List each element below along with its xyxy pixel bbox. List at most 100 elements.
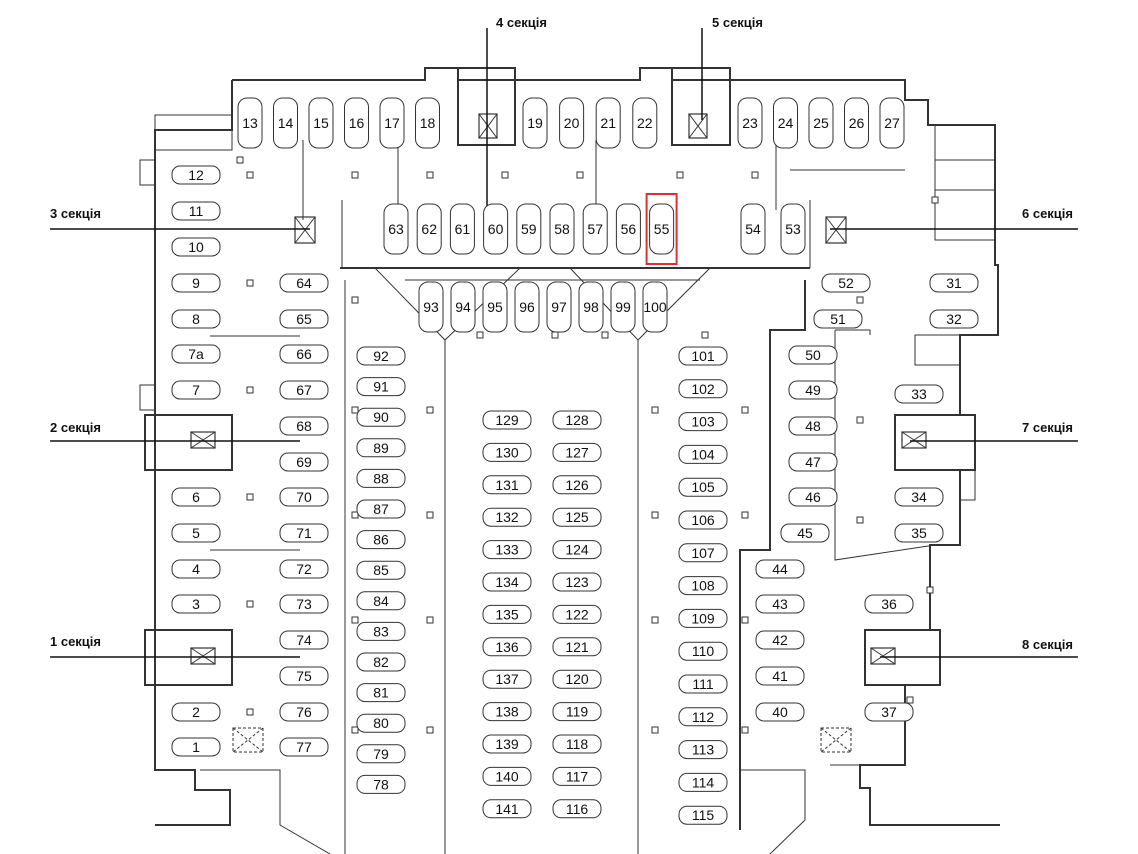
space-number: 129: [495, 412, 519, 428]
space-number: 137: [495, 671, 519, 687]
structural-column: [576, 171, 584, 179]
parking-space-90: 90: [356, 407, 406, 427]
space-number: 8: [192, 311, 200, 327]
space-number: 32: [946, 311, 962, 327]
parking-space-131: 131: [482, 475, 532, 495]
parking-space-24: 24: [773, 97, 798, 149]
space-number: 126: [565, 477, 589, 493]
space-number: 113: [692, 742, 715, 758]
structural-column: [676, 171, 684, 179]
space-number: 101: [691, 348, 715, 364]
structural-column: [246, 171, 254, 179]
parking-space-87: 87: [356, 499, 406, 519]
section-label-8: 8 секція: [1022, 637, 1073, 652]
parking-space-126: 126: [552, 475, 602, 495]
parking-space-134: 134: [482, 572, 532, 592]
space-number: 50: [805, 347, 821, 363]
elevator-shaft: [294, 216, 316, 244]
space-number: 11: [189, 203, 204, 219]
space-number: 114: [692, 774, 715, 790]
vent-hatch: [232, 727, 264, 753]
space-number: 112: [692, 709, 715, 725]
building-walls: [139, 67, 1000, 854]
space-number: 2: [192, 704, 200, 720]
space-number: 71: [296, 525, 312, 541]
parking-space-88: 88: [356, 468, 406, 488]
parking-space-116: 116: [552, 799, 602, 819]
space-number: 95: [487, 299, 503, 315]
structural-column: [856, 416, 864, 424]
parking-space-79: 79: [356, 744, 406, 764]
parking-space-2: 2: [171, 702, 221, 722]
parking-space-128: 128: [552, 410, 602, 430]
parking-space-108: 108: [678, 576, 728, 596]
space-number: 108: [691, 578, 715, 594]
parking-space-104: 104: [678, 444, 728, 464]
space-number: 43: [772, 596, 788, 612]
space-number: 80: [373, 715, 389, 731]
parking-space-45: 45: [780, 523, 830, 543]
space-number: 10: [188, 239, 204, 255]
space-number: 75: [296, 668, 312, 684]
structural-column: [351, 616, 359, 624]
space-number: 40: [772, 704, 788, 720]
space-number: 81: [373, 685, 389, 701]
space-number: 54: [745, 221, 761, 237]
structural-column: [246, 708, 254, 716]
parking-space-27: 27: [879, 97, 905, 149]
structural-column: [426, 406, 434, 414]
space-number: 61: [455, 221, 471, 237]
parking-space-114: 114: [678, 772, 728, 792]
parking-space-17: 17: [379, 97, 405, 149]
section-label-3: 3 секція: [50, 206, 101, 221]
space-number: 16: [349, 115, 365, 131]
space-number: 109: [691, 610, 715, 626]
parking-space-86: 86: [356, 530, 406, 550]
parking-space-23: 23: [737, 97, 763, 149]
space-number: 82: [373, 654, 389, 670]
parking-space-43: 43: [755, 594, 805, 614]
space-number: 84: [373, 593, 389, 609]
parking-space-81: 81: [356, 683, 406, 703]
parking-space-63: 63: [383, 203, 409, 255]
parking-space-113: 113: [678, 740, 728, 760]
space-number: 105: [691, 479, 715, 495]
structural-column: [751, 171, 759, 179]
parking-space-65: 65: [279, 309, 329, 329]
parking-space-37: 37: [864, 702, 914, 722]
space-number: 36: [881, 596, 897, 612]
elevator-shaft: [190, 431, 216, 449]
parking-space-32: 32: [929, 309, 979, 329]
space-number: 52: [838, 275, 854, 291]
parking-space-10: 10: [171, 237, 221, 257]
space-number: 48: [805, 418, 821, 434]
space-number: 76: [296, 704, 312, 720]
space-number: 125: [565, 509, 589, 525]
parking-space-56: 56: [615, 203, 641, 255]
parking-space-135: 135: [482, 604, 532, 624]
structural-column: [246, 493, 254, 501]
structural-column: [426, 511, 434, 519]
parking-space-84: 84: [356, 591, 406, 611]
space-number: 73: [296, 596, 312, 612]
space-number: 91: [373, 379, 389, 395]
space-number: 140: [495, 768, 519, 784]
parking-space-74: 74: [279, 630, 329, 650]
structural-column: [741, 616, 749, 624]
parking-space-35: 35: [894, 523, 944, 543]
space-number: 98: [583, 299, 599, 315]
space-number: 62: [421, 221, 437, 237]
space-number: 90: [373, 409, 389, 425]
parking-space-77: 77: [279, 737, 329, 757]
structural-column: [741, 406, 749, 414]
parking-space-105: 105: [678, 477, 728, 497]
structural-column: [651, 511, 659, 519]
space-number: 96: [519, 299, 535, 315]
space-number: 86: [373, 532, 389, 548]
space-number: 26: [849, 115, 865, 131]
parking-space-95: 95: [482, 281, 508, 333]
space-number: 5: [192, 525, 200, 541]
space-number: 123: [565, 574, 589, 590]
space-number: 53: [785, 221, 801, 237]
section-label-1: 1 секція: [50, 634, 101, 649]
